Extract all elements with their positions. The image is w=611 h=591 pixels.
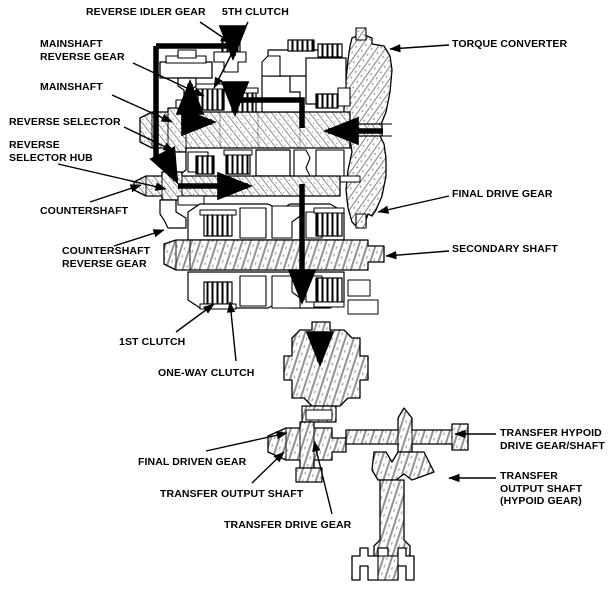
countershaft-reverse-gear-body — [159, 195, 205, 229]
label-transfer-output-shaft-hypoid: TRANSFER OUTPUT SHAFT (HYPOID GEAR) — [500, 470, 583, 507]
leader-fifth-clutch — [213, 21, 249, 89]
label-countershaft: COUNTERSHAFT — [40, 205, 129, 217]
label-final-driven-gear: FINAL DRIVEN GEAR — [138, 456, 247, 468]
leader-transfer-output-shaft — [251, 451, 285, 484]
leader-first-clutch — [175, 303, 215, 333]
leader-secondary-shaft — [385, 250, 450, 260]
label-transfer-drive-gear: TRANSFER DRIVE GEAR — [224, 519, 352, 531]
leader-reverse-selector — [123, 126, 175, 152]
leader-reverse-idler-gear — [199, 21, 232, 44]
label-first-clutch: 1ST CLUTCH — [119, 336, 186, 348]
leader-reverse-selector-hub — [57, 163, 167, 191]
label-secondary-shaft: SECONDARY SHAFT — [452, 243, 558, 255]
label-countershaft-reverse-gear: COUNTERSHAFT REVERSE GEAR — [62, 245, 151, 270]
leader-one-way-clutch — [226, 301, 237, 362]
label-transfer-hypoid-drive-gear-shaft: TRANSFER HYPOID DRIVE GEAR/SHAFT — [500, 427, 605, 452]
label-reverse-selector: REVERSE SELECTOR — [9, 116, 121, 128]
final-driven-gear-body — [283, 321, 369, 423]
leader-transfer-drive-gear — [312, 440, 333, 515]
leader-final-drive-gear — [377, 195, 450, 214]
label-final-drive-gear: FINAL DRIVE GEAR — [452, 188, 553, 200]
leader-countershaft-reverse-gear — [113, 229, 165, 247]
leader-lines — [57, 21, 496, 515]
leader-torque-converter — [389, 44, 450, 53]
label-transfer-output-shaft: TRANSFER OUTPUT SHAFT — [160, 488, 304, 500]
label-fifth-clutch: 5TH CLUTCH — [222, 6, 289, 18]
label-one-way-clutch: ONE-WAY CLUTCH — [158, 367, 255, 379]
leader-final-driven-gear — [205, 431, 288, 452]
label-reverse-selector-hub: REVERSE SELECTOR HUB — [9, 139, 93, 164]
flow-reverse-idler — [181, 107, 217, 137]
label-mainshaft: MAINSHAFT — [40, 81, 103, 93]
leader-mainshaft — [111, 94, 173, 123]
flow-reverse-loop — [156, 25, 248, 61]
label-reverse-idler-gear: REVERSE IDLER GEAR — [86, 6, 206, 18]
leader-mainshaft-reverse-gear — [132, 62, 205, 97]
label-torque-converter: TORQUE CONVERTER — [452, 38, 568, 50]
transfer-output-shaft-hypoid-body — [351, 451, 435, 581]
label-mainshaft-reverse-gear: MAINSHAFT REVERSE GEAR — [40, 38, 125, 63]
power-flow-arrows — [149, 25, 383, 367]
transfer-drive-assembly — [267, 421, 347, 483]
flow-reverse-down — [149, 46, 179, 185]
flow-mainshaft-to-5th — [220, 81, 305, 128]
transfer-hypoid-drive-gear-shaft-body — [345, 407, 469, 453]
leader-countershaft — [89, 184, 142, 203]
